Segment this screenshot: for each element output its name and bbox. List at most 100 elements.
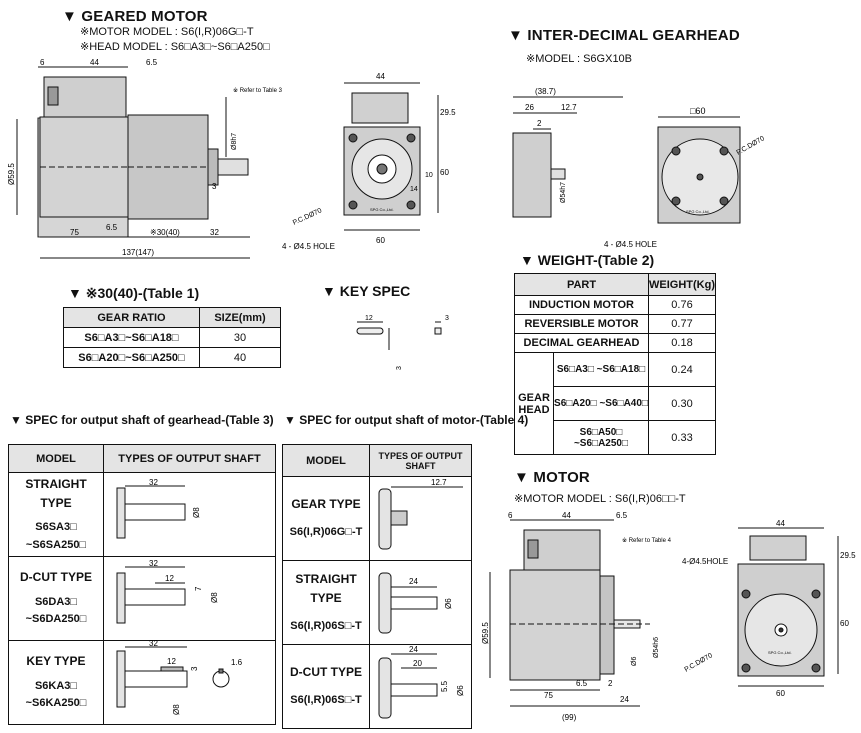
id-dim-12-7: 12.7 <box>561 103 577 112</box>
t4-dcut-dim-20: 20 <box>413 659 422 668</box>
motor-dim-24: 24 <box>620 695 629 704</box>
table1-size-1: 30 <box>199 327 281 348</box>
weight-gear-value-3: 0.33 <box>648 420 716 455</box>
gmf-pcd: P.C.DØ70 <box>292 207 323 226</box>
table3-title: ▼ SPEC for output shaft of gearhead-(Tab… <box>10 413 274 427</box>
motor-front-dim-60: 60 <box>840 619 849 628</box>
gm-dim-6: 6 <box>40 58 45 67</box>
table-row: STRAIGHT TYPE S6SA3□ ~S6SA250□ 32 Ø8 <box>8 472 276 557</box>
table-row: D-CUT TYPE S6(I,R)06S□-T 24 20 5.5 Ø6 <box>282 644 472 729</box>
table1-header-size: SIZE(mm) <box>199 307 281 328</box>
table4-shaft-gear-drawing: 12.7 <box>378 478 463 550</box>
t3-dcut-dim-32: 32 <box>149 559 158 568</box>
geared-motor-side-drawing: 6 44 6.5 ※ Refer to Table 3 Ø59.5 Ø8h7 3… <box>7 58 283 259</box>
gmf-dim-44: 44 <box>376 72 385 81</box>
motor-dim-2: 2 <box>608 679 613 688</box>
table4-row-straight-cell: STRAIGHT TYPE S6(I,R)06S□-T <box>282 560 370 645</box>
inter-decimal-front-drawing: □60 P.C.DØ70 4 - Ø4.5 HOLE SPG Co.,Ltd. <box>604 106 766 249</box>
table1-ratio-2: S6□A20□~S6□A250□ <box>63 347 200 368</box>
table-row: S6□A20□ ~S6□A40□ 0.30 <box>515 386 716 421</box>
table3-header-types: TYPES OF OUTPUT SHAFT <box>103 444 276 473</box>
table4: MODEL TYPES OF OUTPUT SHAFT GEAR TYPE S6… <box>282 444 472 729</box>
table1-header-ratio: GEAR RATIO <box>63 307 200 328</box>
weight-value-1: 0.76 <box>648 295 716 315</box>
table4-type-dcut: D-CUT TYPE <box>290 665 362 680</box>
id-dim-60: □60 <box>690 106 705 116</box>
table3-shaft-key-cell: 32 12 3 1.6 Ø8 <box>103 639 276 725</box>
t3-key-dim-32: 32 <box>149 639 158 648</box>
motor-dim-shaft: Ø6 <box>631 657 638 666</box>
motor-front-dim-60b: 60 <box>776 689 785 698</box>
t4-dcut-dim-5-5: 5.5 <box>440 680 449 692</box>
table3-type-key: KEY TYPE <box>26 654 86 669</box>
t4-gear-dim-12-7: 12.7 <box>431 478 447 487</box>
table3-row-dcut-cell: D-CUT TYPE S6DA3□ ~S6DA250□ <box>8 556 104 641</box>
weight-gear-value-1: 0.24 <box>648 352 716 387</box>
inter-decimal-model: ※MODEL : S6GX10B <box>526 53 633 65</box>
id-hole: 4 - Ø4.5 HOLE <box>604 240 657 249</box>
weight-gear-value-2: 0.30 <box>648 386 716 421</box>
gm-dim-30-40: ※30(40) <box>150 228 180 237</box>
motor-dim-6-5: 6.5 <box>616 511 628 520</box>
table1: GEAR RATIO SIZE(mm) S6□A3□~S6□A18□ 30 S6… <box>63 307 281 368</box>
weight-gear-head-label: GEAR HEAD <box>514 352 554 455</box>
t4-straight-dim-24: 24 <box>409 577 418 586</box>
motor-dim-44: 44 <box>562 511 571 520</box>
weight-gear-range-2: S6□A20□ ~S6□A40□ <box>552 386 650 421</box>
weight-gear-range-3: S6□A50□ ~S6□A250□ <box>552 420 650 455</box>
gmf-dim-14: 14 <box>410 186 418 193</box>
table-row: STRAIGHT TYPE S6(I,R)06S□-T 24 Ø6 <box>282 560 472 645</box>
motor-dim-99: (99) <box>562 713 577 722</box>
motor-front-hole: 4-Ø4.5HOLE <box>682 557 728 566</box>
table3-shaft-straight-cell: 32 Ø8 <box>103 472 276 557</box>
key-spec-drawing: 12 3 3 <box>356 315 449 370</box>
id-dim-38-7: (38.7) <box>535 87 556 96</box>
key-dim-3b: 3 <box>445 315 449 322</box>
table3-shaft-straight-drawing: 32 Ø8 <box>116 478 201 539</box>
table3-type-straight: STRAIGHT TYPE <box>25 476 87 510</box>
gm-refer: ※ Refer to Table 3 <box>233 87 283 94</box>
gmf-hole: 4 - Ø4.5 HOLE <box>282 242 335 251</box>
t4-straight-dim-d6: Ø6 <box>444 598 453 609</box>
motor-front-pcd: P.C.DØ70 <box>684 652 714 674</box>
id-dim-2: 2 <box>537 119 542 128</box>
table3-shaft-dcut-cell: 32 12 7 Ø8 <box>103 556 276 641</box>
table4-header-types: TYPES OF OUTPUT SHAFT <box>369 444 472 477</box>
gm-dim-75: 75 <box>70 228 79 237</box>
weight-header-part: PART <box>513 273 650 296</box>
table4-shaft-straight-drawing: 24 Ø6 <box>378 572 453 634</box>
table4-type-gear: GEAR TYPE <box>291 497 361 512</box>
gmf-dim-60: 60 <box>440 168 449 177</box>
table3-row-key-cell: KEY TYPE S6KA3□ ~S6KA250□ <box>8 640 104 725</box>
weight-part-1: INDUCTION MOTOR <box>513 295 650 315</box>
weight-part-2: REVERSIBLE MOTOR <box>513 314 650 334</box>
table1-title: ▼ ※30(40)-(Table 1) <box>68 285 200 301</box>
gm-dim-shaft: Ø8h7 <box>231 133 238 150</box>
geared-motor-front-drawing: 44 29.5 10 14 60 P.C.DØ70 4 - Ø4.5 HOLE … <box>282 72 456 251</box>
table4-title: ▼ SPEC for output shaft of motor-(Table … <box>284 413 529 427</box>
table3-row-straight-cell: STRAIGHT TYPE S6SA3□ ~S6SA250□ <box>8 472 104 557</box>
t3-straight-dim-32: 32 <box>149 478 158 487</box>
table-row: D-CUT TYPE S6DA3□ ~S6DA250□ 32 12 7 Ø8 <box>8 556 276 641</box>
key-spec-title: ▼ KEY SPEC <box>322 283 411 299</box>
gm-dim-dia-59-5: Ø59.5 <box>7 163 16 185</box>
table4-model-gear: S6(I,R)06G□-T <box>289 526 363 539</box>
gm-dim-44: 44 <box>90 58 99 67</box>
key-dim-12: 12 <box>365 315 373 322</box>
geared-motor-model: ※MOTOR MODEL : S6(I,R)06G□-T <box>80 26 254 38</box>
t3-dcut-dim-7: 7 <box>194 586 203 591</box>
motor-dim-75: 75 <box>544 691 553 700</box>
table-row: REVERSIBLE MOTOR 0.77 <box>513 314 716 334</box>
table3-model-straight: S6SA3□ ~S6SA250□ <box>25 521 87 551</box>
weight-gear-range-1: S6□A3□ ~S6□A18□ <box>552 352 650 387</box>
t3-straight-dim-d8: Ø8 <box>192 507 201 518</box>
table4-shaft-gear-cell: 12.7 <box>369 476 472 561</box>
table-row: GEAR HEAD S6□A3□ ~S6□A18□ 0.24 <box>514 352 716 455</box>
table3-model-key: S6KA3□ ~S6KA250□ <box>25 679 87 710</box>
gm-dim-6-5: 6.5 <box>146 58 158 67</box>
table4-row-gear-cell: GEAR TYPE S6(I,R)06G□-T <box>282 476 370 561</box>
gmf-dim-10: 10 <box>425 172 433 179</box>
table3-header-model: MODEL <box>8 444 104 473</box>
table3-type-dcut: D-CUT TYPE <box>20 570 92 585</box>
inter-decimal-title: ▼ INTER-DECIMAL GEARHEAD <box>508 27 740 44</box>
